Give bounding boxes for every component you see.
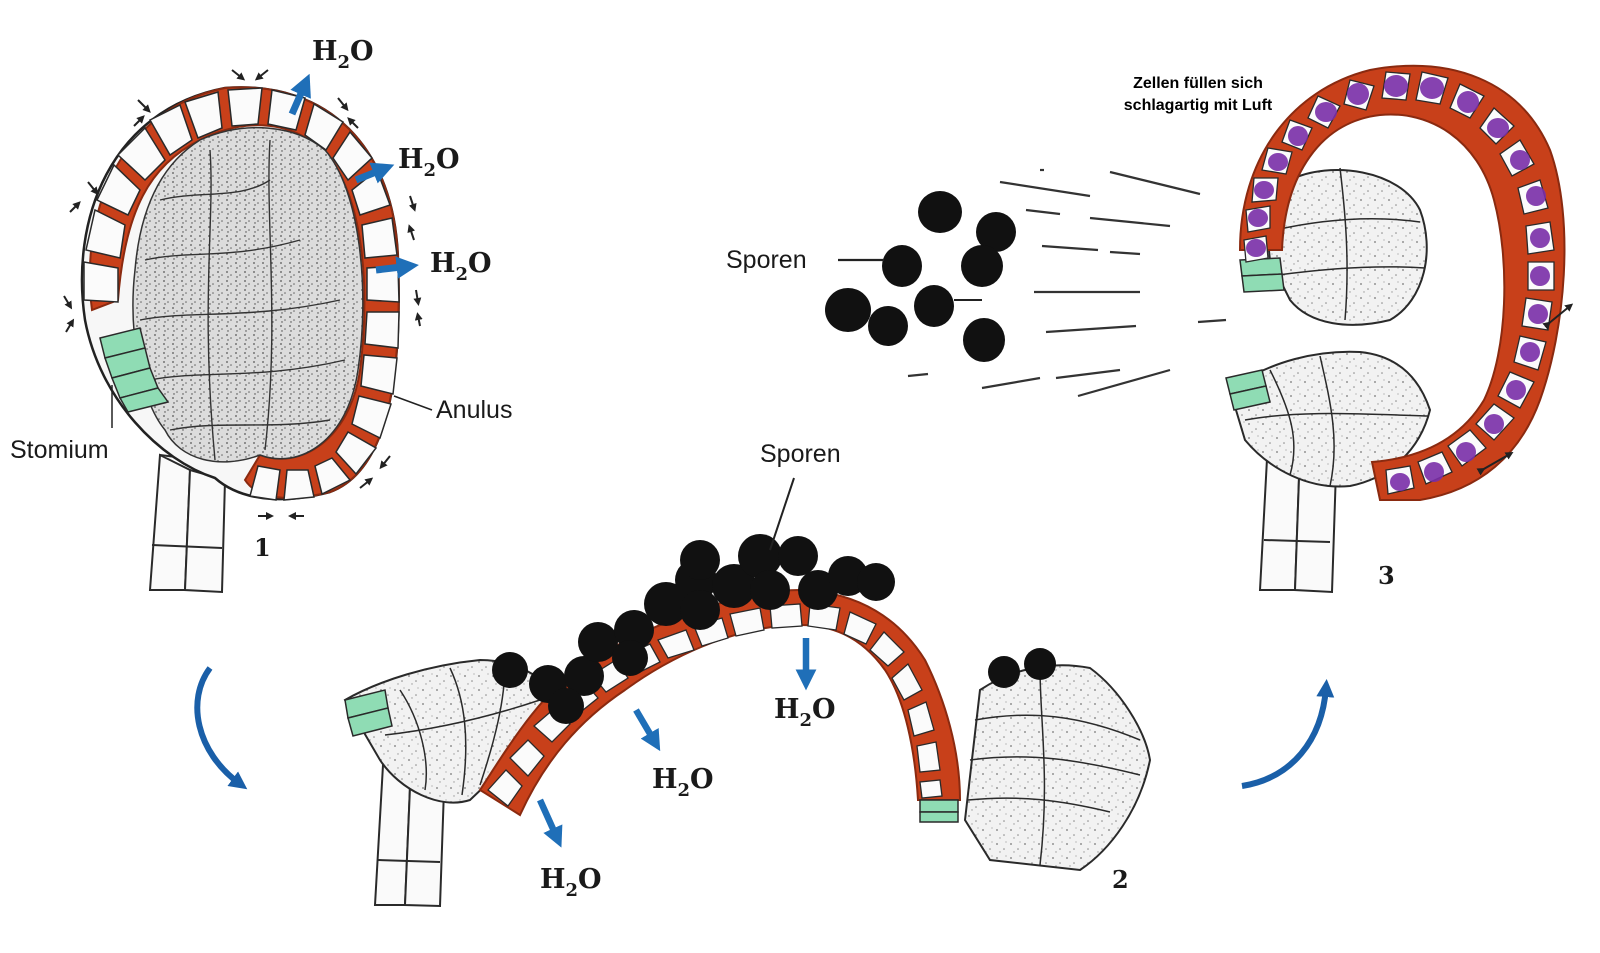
right-half-cells-2 — [967, 667, 1141, 866]
h2o-label: H2O — [312, 36, 374, 73]
arrow-icon — [537, 798, 563, 848]
compression-arrows-1 — [63, 69, 423, 520]
sporen-leader-middle — [769, 477, 795, 551]
body-3 — [1228, 350, 1432, 488]
motion-streaks-3 — [907, 168, 1227, 398]
stomium-cells-2b — [919, 799, 959, 823]
stomium-cells-3a — [1239, 257, 1285, 293]
stomium-label: Stomium — [10, 436, 109, 464]
water-arrows-2 — [537, 638, 817, 848]
h2o-label: H2O — [430, 248, 492, 285]
arrow-icon — [288, 73, 311, 116]
anulus-band-3 — [1238, 64, 1566, 501]
h2o-label: H2O — [774, 694, 836, 731]
h2o-label: H2O — [398, 144, 460, 181]
stage-1-closed-sporangium: H2O H2O H2O Stomium Anulus 1 — [10, 36, 512, 594]
stage-3-number: 3 — [1378, 561, 1395, 590]
arrow-icon — [633, 708, 661, 752]
stomium-cells-3b — [1225, 369, 1271, 411]
arrow-icon — [375, 256, 419, 279]
h2o-label: H2O — [652, 764, 714, 801]
sporen-label-middle: Sporen — [760, 440, 841, 468]
stomium-cells-1 — [99, 327, 170, 413]
spore-mass-1 — [132, 126, 364, 463]
h2o-label: H2O — [540, 864, 602, 901]
curved-arrow-icon — [194, 666, 248, 790]
stage-2-opening-sporangium: H2O H2O H2O Sporen 2 — [343, 440, 1152, 908]
flex-arrows-3 — [1476, 303, 1574, 476]
stomium-cells-2 — [344, 689, 393, 737]
upper-body-cells-3 — [1274, 167, 1426, 321]
flying-spores-3 — [825, 191, 1016, 362]
water-labels-1: H2O H2O H2O — [312, 36, 492, 285]
curved-arrow-icon — [1241, 679, 1335, 789]
sporen-label-top: Sporen — [726, 246, 807, 274]
cycle-arrows — [194, 666, 1335, 790]
stage-3-ejected: Sporen — [726, 64, 1574, 594]
spore-mass-cell-lines-1 — [139, 139, 346, 461]
body-cells-3 — [1244, 355, 1429, 487]
right-half-2 — [963, 664, 1152, 872]
air-note-line2: schlagartig mit Luft — [1124, 97, 1273, 114]
arrow-icon — [354, 162, 395, 184]
anulus-label: Anulus — [436, 396, 512, 424]
air-note-line1: Zellen füllen sich — [1133, 75, 1263, 92]
water-arrows-1 — [288, 73, 419, 279]
air-bubbles-3 — [1246, 75, 1550, 491]
anulus-leader — [393, 395, 433, 411]
stage-1-number: 1 — [254, 533, 271, 562]
water-labels-2: H2O H2O H2O — [540, 694, 836, 901]
stage-2-number: 2 — [1112, 865, 1129, 894]
